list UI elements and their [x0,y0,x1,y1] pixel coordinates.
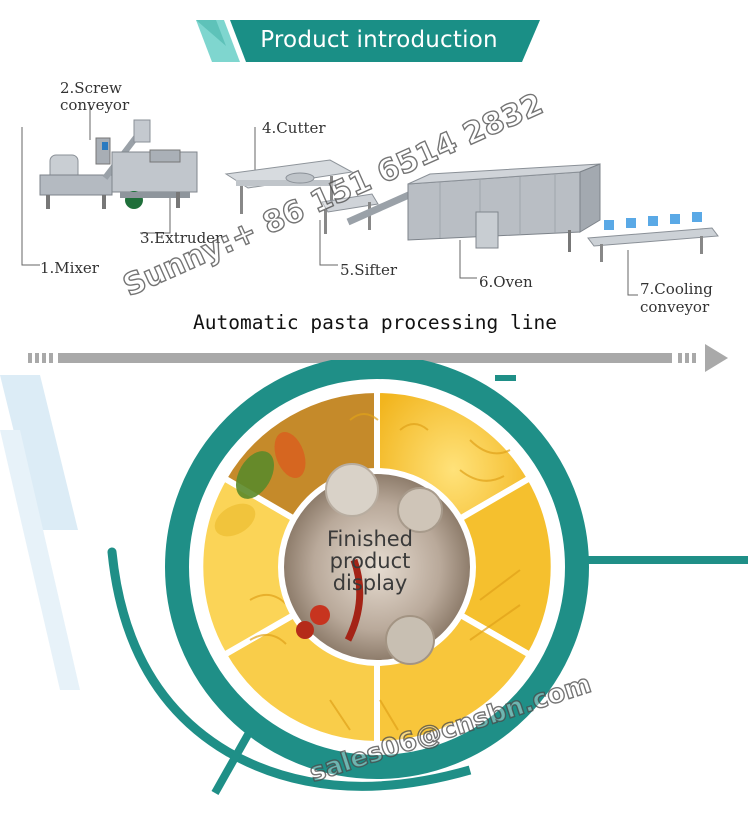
step-label-screw-conveyor-line2: conveyor [60,96,130,114]
caption-line-2: product [329,549,411,573]
oven-machine [407,163,601,252]
cutter-machine [224,159,354,214]
page-title: Product introduction [260,27,498,53]
header-banner [196,20,540,62]
machine-line-illustration [21,107,719,296]
caption-line-3: display [332,571,408,595]
process-line-title: Automatic pasta processing line [193,311,557,334]
step-label-screw-conveyor-line1: 2.Screw [60,79,122,97]
step-label-sifter: 5.Sifter [340,261,398,279]
step-label-extruder: 3.Extruder [140,229,223,247]
step-label-mixer: 1.Mixer [40,259,99,277]
finished-product-graphic [0,360,748,795]
step-label-cooling-conveyor-line2: conveyor [640,298,710,316]
step-label-cutter: 4.Cutter [262,119,326,137]
mixer-machine [39,154,113,209]
flow-arrow [28,344,728,372]
extruder-machine [95,137,198,209]
caption-line-1: Finished [326,527,414,551]
step-label-oven: 6.Oven [479,273,533,291]
step-label-cooling-conveyor-line1: 7.Cooling [640,280,713,298]
cooling-conveyor-machine [587,212,719,262]
finished-product-caption: Finished product display [290,528,450,594]
